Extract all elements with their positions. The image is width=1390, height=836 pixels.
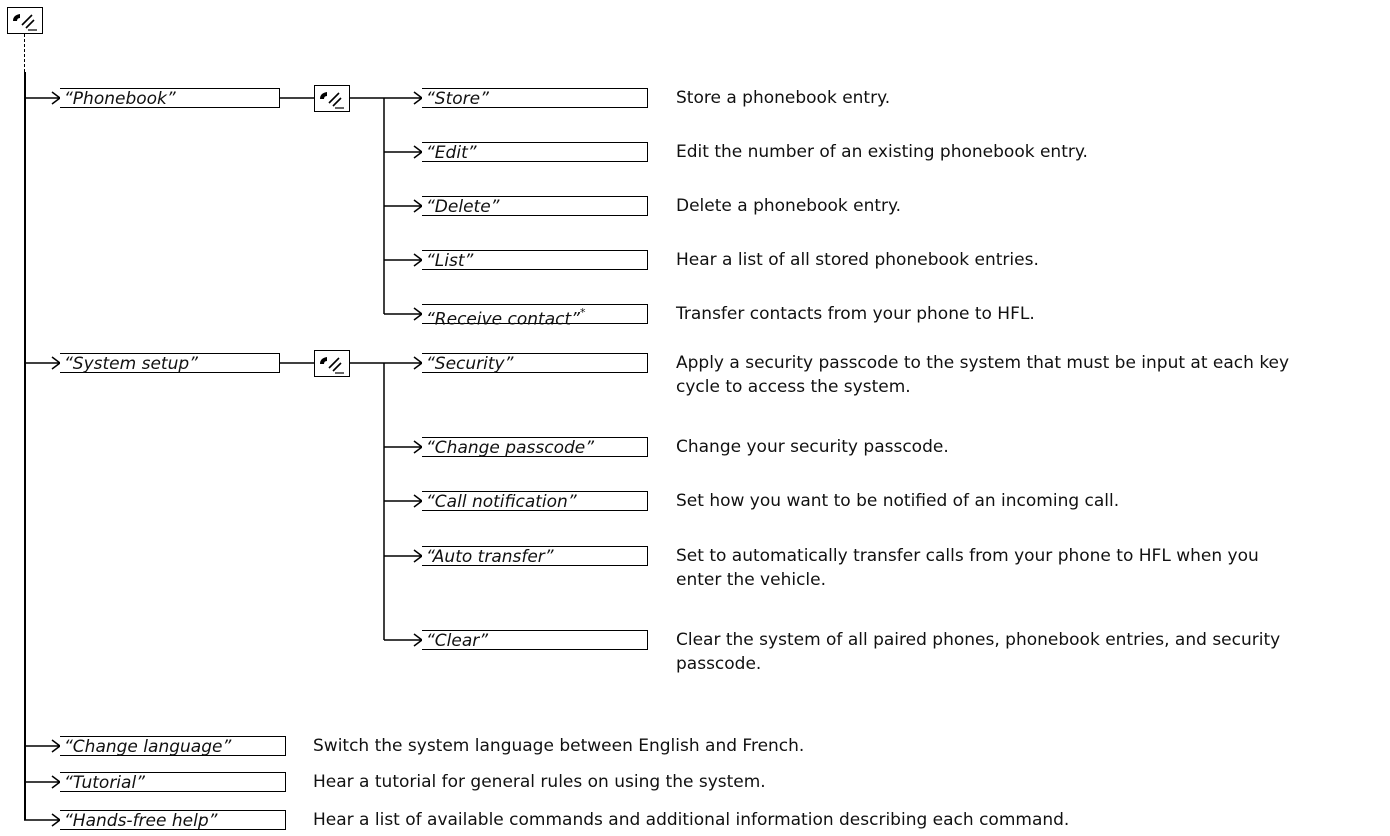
- description: Change your security passcode.: [676, 437, 949, 457]
- description: Delete a phonebook entry.: [676, 196, 902, 216]
- command-auto-transfer: “Auto transfer”: [422, 546, 648, 567]
- main-trunk-line: [24, 72, 26, 820]
- voice-talk-icon: [7, 7, 43, 34]
- arrow-edit: [384, 145, 424, 159]
- command-label-text: “Receive contact”: [426, 309, 580, 330]
- description: Transfer contacts from your phone to HFL…: [676, 304, 1035, 324]
- voice-talk-icon: [314, 350, 350, 377]
- description: Clear the system of all paired phones, p…: [676, 628, 1280, 676]
- arrow-phonebook: [24, 91, 62, 105]
- command-label: “Auto transfer”: [426, 547, 554, 567]
- description-line: enter the vehicle.: [676, 570, 827, 590]
- voice-talk-icon: [314, 85, 350, 112]
- description: Store a phonebook entry.: [676, 88, 891, 108]
- description-line: Apply a security passcode to the system …: [676, 353, 1290, 373]
- description-line: Clear the system of all paired phones, p…: [676, 630, 1281, 650]
- description: Hear a list of available commands and ad…: [313, 810, 1070, 830]
- arrow-call-notification: [384, 494, 424, 508]
- footnote-star: *: [579, 306, 586, 319]
- arrow-clear: [384, 633, 424, 647]
- description: Hear a list of all stored phonebook entr…: [676, 250, 1039, 270]
- command-clear: “Clear”: [422, 630, 648, 651]
- command-label: “Call notification”: [426, 492, 577, 512]
- command-label: “Hands-free help”: [64, 811, 218, 831]
- description: Switch the system language between Engli…: [313, 736, 805, 756]
- description-line: cycle to access the system.: [676, 377, 911, 397]
- arrow-hands-free-help: [24, 813, 62, 827]
- command-label: “Phonebook”: [64, 89, 176, 109]
- command-label: “Security”: [426, 354, 514, 374]
- trunk-dashed-line: [24, 34, 25, 72]
- command-label: “Edit”: [426, 143, 477, 163]
- line-icon-to-store: [350, 91, 424, 105]
- description-line: Set to automatically transfer calls from…: [676, 546, 1259, 566]
- arrow-auto-transfer: [384, 549, 424, 563]
- description: Apply a security passcode to the system …: [676, 351, 1289, 399]
- command-delete: “Delete”: [422, 196, 648, 217]
- command-store: “Store”: [422, 88, 648, 109]
- command-system-setup: “System setup”: [60, 353, 280, 374]
- command-label: “List”: [426, 251, 474, 271]
- arrow-change-language: [24, 739, 62, 753]
- arrow-list: [384, 253, 424, 267]
- description-line: passcode.: [676, 654, 762, 674]
- command-change-language: “Change language”: [60, 736, 286, 757]
- command-label: “Change language”: [64, 737, 232, 757]
- description: Set to automatically transfer calls from…: [676, 544, 1259, 592]
- command-label: “System setup”: [64, 354, 198, 374]
- command-edit: “Edit”: [422, 142, 648, 163]
- command-receive-contact: “Receive contact”*: [422, 304, 648, 330]
- command-phonebook: “Phonebook”: [60, 88, 280, 109]
- command-label: “Clear”: [426, 631, 489, 651]
- command-tutorial: “Tutorial”: [60, 772, 286, 793]
- description: Edit the number of an existing phonebook…: [676, 142, 1088, 162]
- command-label: “Receive contact”*: [426, 305, 585, 330]
- command-call-notification: “Call notification”: [422, 491, 648, 512]
- command-hands-free-help: “Hands-free help”: [60, 810, 286, 831]
- command-change-passcode: “Change passcode”: [422, 437, 648, 458]
- arrow-change-passcode: [384, 440, 424, 454]
- command-label: “Store”: [426, 89, 489, 109]
- command-label: “Tutorial”: [64, 773, 145, 793]
- command-label: “Delete”: [426, 197, 500, 217]
- command-list: “List”: [422, 250, 648, 271]
- arrow-receive-contact: [384, 307, 424, 321]
- line-icon-to-security: [350, 356, 424, 370]
- command-security: “Security”: [422, 353, 648, 374]
- description: Set how you want to be notified of an in…: [676, 491, 1120, 511]
- description: Hear a tutorial for general rules on usi…: [313, 772, 766, 792]
- arrow-tutorial: [24, 775, 62, 789]
- command-label: “Change passcode”: [426, 438, 595, 458]
- arrow-system-setup: [24, 356, 62, 370]
- arrow-delete: [384, 199, 424, 213]
